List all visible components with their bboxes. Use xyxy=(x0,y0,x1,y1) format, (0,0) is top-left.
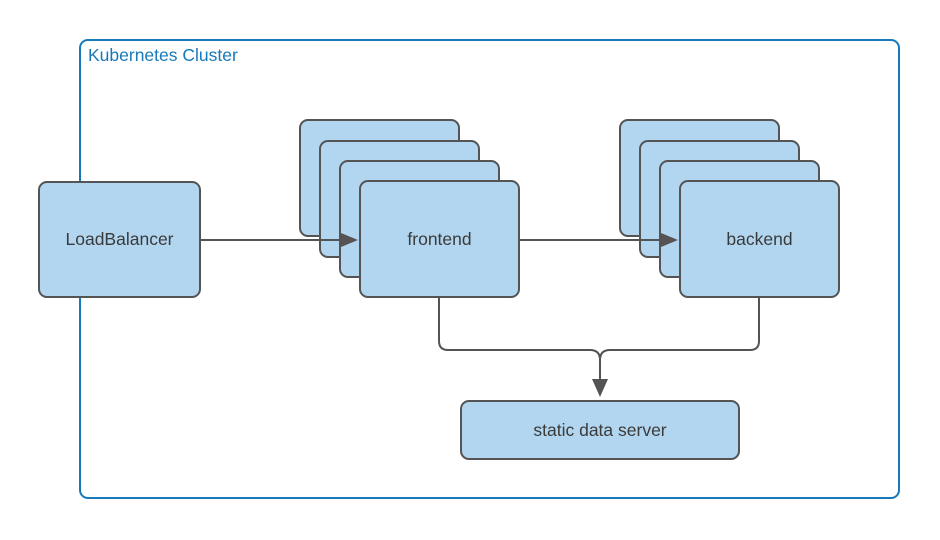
node-load-balancer-label: LoadBalancer xyxy=(65,229,174,249)
node-frontend: frontend xyxy=(359,180,520,298)
node-frontend-label: frontend xyxy=(407,228,472,249)
node-backend: backend xyxy=(679,180,840,298)
node-static-data-server: static data server xyxy=(460,400,740,460)
node-static-data-server-label: static data server xyxy=(533,419,667,440)
node-load-balancer: LoadBalancer xyxy=(38,181,201,298)
cluster-title: Kubernetes Cluster xyxy=(88,45,238,65)
node-backend-label: backend xyxy=(726,228,793,249)
